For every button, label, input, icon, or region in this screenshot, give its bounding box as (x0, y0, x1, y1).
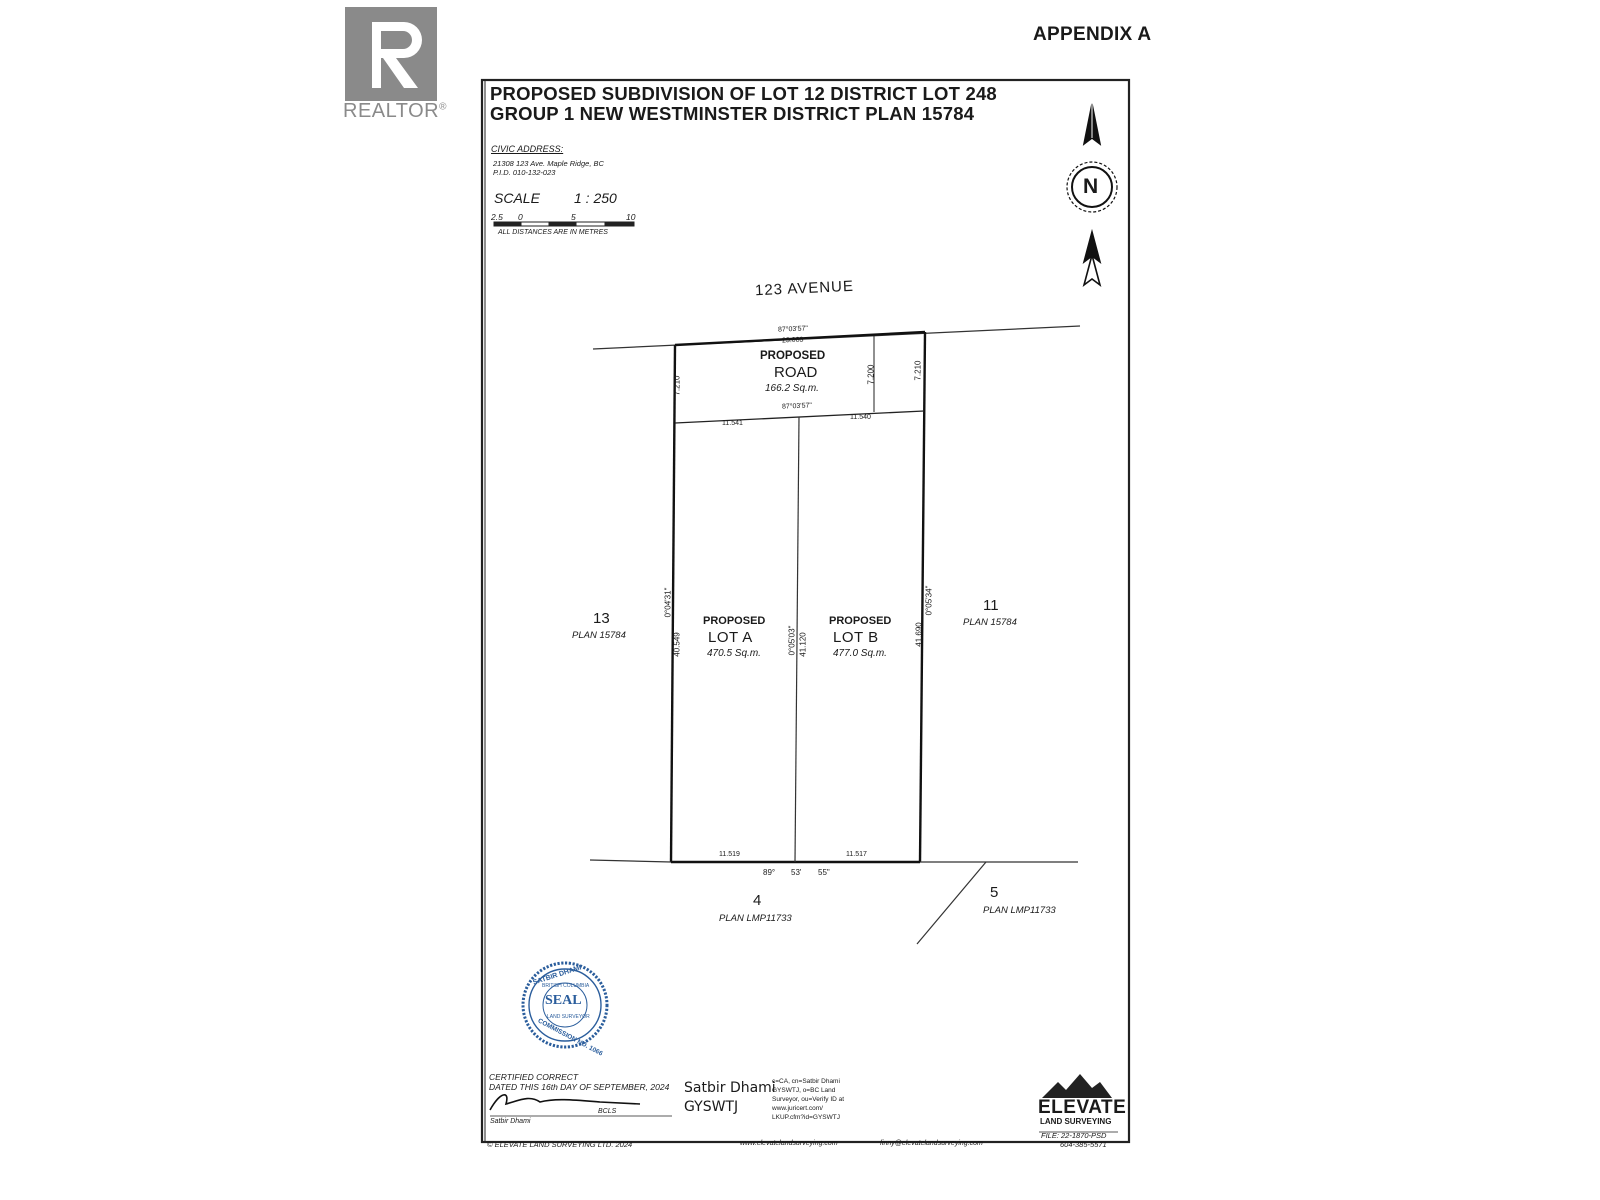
lot-5-boundary-line (916, 861, 987, 945)
parcel-outline (669, 330, 927, 864)
bcls-label: BCLS (598, 1108, 617, 1115)
lot-b-label-1: PROPOSED (829, 615, 892, 627)
copyright-text: © ELEVATE LAND SURVEYING LTD. 2024 (487, 1140, 633, 1149)
neighbour-south-number: 4 (753, 892, 762, 909)
south-bearing-minutes: 53' (791, 868, 802, 877)
scale-tick-4: 10 (626, 212, 636, 222)
road-top-length: 23.083 (781, 336, 804, 345)
road-label-2: ROAD (774, 364, 818, 381)
neighbour-east-number: 11 (983, 597, 999, 614)
title-line-1: PROPOSED SUBDIVISION OF LOT 12 DISTRICT … (490, 83, 997, 104)
signer-name: Satbir Dhami (490, 1118, 531, 1125)
company-phone: 604-385-5571 (1060, 1140, 1107, 1149)
neighbour-south-plan: PLAN LMP11733 (719, 913, 792, 924)
neighbour-west-plan: PLAN 15784 (572, 630, 626, 641)
lot-a-label-1: PROPOSED (703, 615, 766, 627)
lot-b-label-2: LOT B (833, 629, 879, 646)
digital-signature-detail: c=CA, cn=Satbir Dhami (772, 1078, 840, 1085)
divider-bearing: 0°05'03" (787, 625, 797, 656)
certification-date: DATED THIS 16th DAY OF SEPTEMBER, 2024 (489, 1082, 670, 1092)
seal-sub-text: BRITISH COLUMBIA (542, 983, 590, 989)
lot-a-left-bearing: 0°04'31" (663, 587, 673, 618)
road-dedication-line (674, 410, 925, 424)
digital-signature-details: c=CA, cn=Satbir Dhami GYSWTJ, o=BC Land … (772, 1077, 844, 1122)
road-area: 166.2 Sq.m. (765, 383, 819, 394)
surveyor-seal (521, 961, 609, 1049)
neighbour-southeast-plan: PLAN LMP11733 (983, 905, 1056, 916)
divider-length: 41.120 (798, 632, 808, 657)
file-number: FILE: 22-1870-PSD (1041, 1131, 1107, 1140)
north-label: N (1083, 175, 1099, 198)
lot-b-right-bearing: 0°05'34" (924, 585, 934, 616)
digital-signature-detail: GYSWTJ, o=BC Land (772, 1087, 836, 1094)
lot-a-area: 470.5 Sq.m. (707, 648, 761, 659)
civic-address-heading: CIVIC ADDRESS: (491, 144, 564, 154)
lot-b-right-length: 41.690 (914, 622, 924, 647)
certified-correct: CERTIFIED CORRECT (489, 1072, 579, 1082)
lot-b-area: 477.0 Sq.m. (833, 648, 887, 659)
lot-divider-line (794, 416, 800, 863)
scale-label: SCALE (494, 190, 540, 206)
lot-b-bottom-length: 11.517 (846, 851, 867, 858)
civic-address: 21308 123 Ave. Maple Ridge, BC (493, 159, 604, 168)
lot-a-left-length: 40.549 (672, 632, 682, 657)
road-label-1: PROPOSED (760, 350, 826, 362)
company-website[interactable]: www.elevatelandsurveying.com (740, 1140, 838, 1147)
scale-tick-1: 2.5 (491, 212, 503, 222)
realtor-registered-mark: ® (439, 101, 447, 113)
north-arrow-icon (1066, 103, 1118, 288)
road-left-depth: 7.210 (672, 375, 682, 396)
realtor-watermark: REALTOR® (343, 100, 447, 123)
lot-b-top-length: 11.540 (850, 414, 871, 421)
neighbour-southeast-number: 5 (990, 884, 999, 901)
road-bottom-bearing: 87°03'57" (781, 402, 813, 411)
digital-signature-detail: LKUP.cfm?id=GYSWTJ (772, 1114, 840, 1121)
road-top-bearing: 87°03'57" (777, 325, 809, 334)
elevate-logo-icon (1042, 1074, 1112, 1098)
company-email[interactable]: finny@elevatelandsurveying.com (880, 1140, 983, 1147)
digital-signature-code: GYSWTJ (684, 1099, 739, 1115)
scale-tick-2: 0 (518, 212, 523, 222)
digital-signature-detail: Surveyor, ou=Verify ID at (772, 1096, 845, 1103)
scale-bar (493, 221, 635, 227)
sheet-frame (480, 78, 1131, 1144)
lot-a-bottom-length: 11.519 (719, 851, 740, 858)
seal-center-text: SEAL (545, 993, 582, 1008)
south-bearing-degrees: 89° (763, 868, 776, 877)
company-logo-subtext: LAND SURVEYING (1040, 1117, 1112, 1126)
realtor-logo-icon (345, 7, 437, 101)
appendix-label: APPENDIX A (1033, 24, 1152, 45)
scale-note: ALL DISTANCES ARE IN METRES (498, 229, 608, 236)
seal-inner-text: LAND SURVEYOR (547, 1014, 590, 1020)
neighbour-west-number: 13 (593, 610, 610, 627)
pid-number: P.I.D. 010-132-023 (493, 168, 556, 177)
title-line-2: GROUP 1 NEW WESTMINSTER DISTRICT PLAN 15… (490, 103, 975, 124)
road-mid-depth: 7.200 (866, 364, 876, 385)
scale-ratio: 1 : 250 (574, 190, 617, 206)
neighbour-east-plan: PLAN 15784 (963, 617, 1017, 628)
company-logo-text: ELEVATE (1038, 1097, 1127, 1118)
digital-signature-name: Satbir Dhami (684, 1080, 776, 1096)
realtor-brand: REALTOR (343, 100, 440, 122)
road-right-depth: 7.210 (913, 360, 923, 381)
south-bearing-seconds: 55" (818, 868, 830, 877)
lot-a-label-2: LOT A (708, 629, 753, 646)
scale-tick-3: 5 (571, 212, 576, 222)
lot-a-top-length: 11.541 (722, 420, 743, 427)
digital-signature-detail: www.juricert.com/ (772, 1105, 823, 1112)
signature-mark (489, 1094, 641, 1111)
